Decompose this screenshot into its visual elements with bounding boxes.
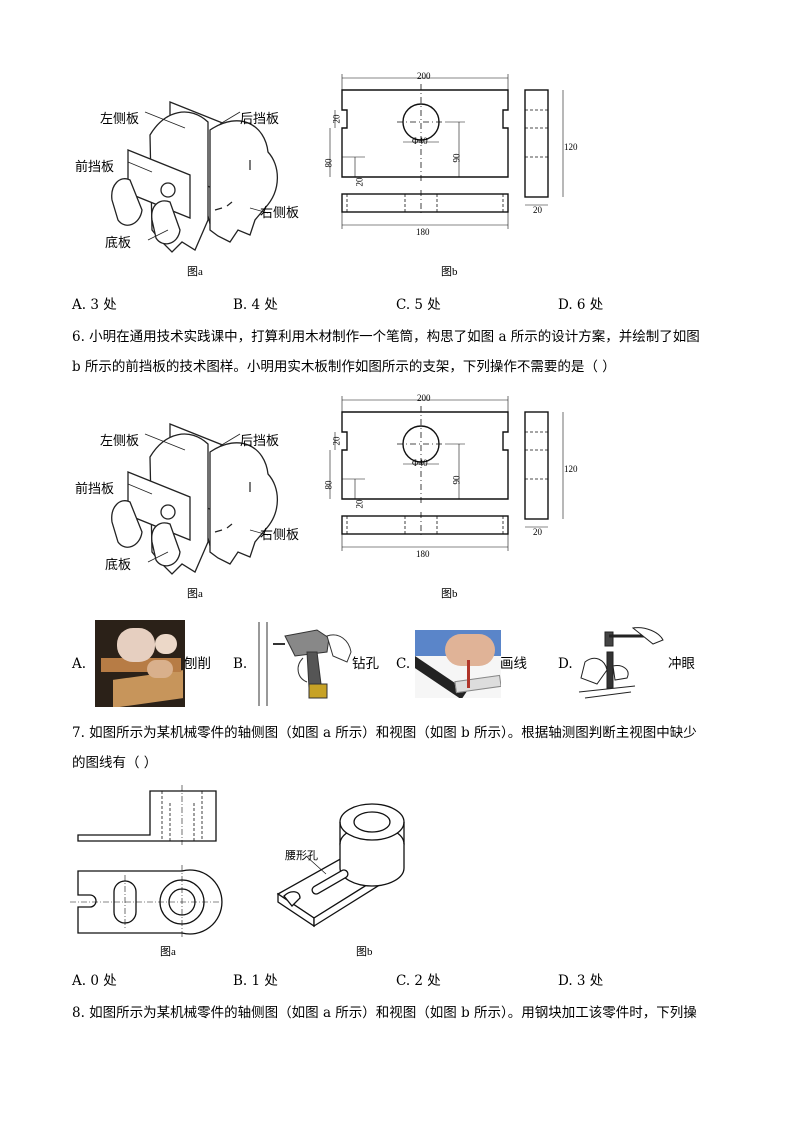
dim-200-2: 200 bbox=[417, 393, 431, 403]
label-back-stop-2: 后挡板 bbox=[240, 434, 280, 449]
pen-holder-isometric-drawing bbox=[111, 101, 278, 253]
q6-option-b-text: 钻孔 bbox=[352, 656, 379, 672]
part-isometric-drawing bbox=[276, 803, 405, 928]
q7-option-d[interactable]: D. 3 处 bbox=[558, 973, 604, 989]
label-right-side-2: 右侧板 bbox=[260, 528, 300, 543]
hammer-punch-photo[interactable] bbox=[575, 626, 671, 702]
front-plate-technical-drawing-2 bbox=[329, 396, 564, 551]
q7-option-b[interactable]: B. 1 处 bbox=[233, 973, 278, 989]
q7-option-c[interactable]: C. 2 处 bbox=[396, 973, 441, 989]
dim-120-2: 120 bbox=[564, 464, 578, 474]
q8-line-1: 8. 如图所示为某机械零件的轴侧图（如图 a 所示）和视图（如图 b 所示）。用… bbox=[72, 1005, 697, 1021]
label-bottom-2: 底板 bbox=[105, 558, 132, 573]
fig-b-caption-2: 图b bbox=[441, 588, 458, 600]
q6-option-c-text: 画线 bbox=[500, 656, 527, 672]
dim-90: 90 bbox=[451, 153, 462, 163]
q6-option-c-letter[interactable]: C. bbox=[396, 656, 411, 672]
fig-b-caption: 图b bbox=[441, 266, 458, 278]
label-left-side: 左侧板 bbox=[100, 112, 140, 127]
q7-line-1: 7. 如图所示为某机械零件的轴侧图（如图 a 所示）和视图（如图 b 所示）。根… bbox=[72, 725, 697, 741]
front-plate-technical-drawing bbox=[329, 74, 564, 229]
q6-line-2: b 所示的前挡板的技术图样。小明用实木板制作如图所示的支架，下列操作不需要的是（… bbox=[72, 359, 616, 375]
drill-photo[interactable] bbox=[255, 622, 353, 706]
label-right-side: 右侧板 bbox=[260, 206, 300, 221]
dim-phi40: Φ40 bbox=[412, 136, 428, 146]
fig-a-caption: 图a bbox=[187, 266, 203, 278]
q5-option-d[interactable]: D. 6 处 bbox=[558, 297, 604, 313]
dim-180-2: 180 bbox=[416, 549, 430, 559]
label-front-stop: 前挡板 bbox=[75, 160, 115, 175]
wood-plane-photo[interactable] bbox=[95, 620, 185, 707]
fig-a-caption-2: 图a bbox=[187, 588, 203, 600]
label-bottom: 底板 bbox=[105, 236, 132, 251]
dim-20-side-2: 20 bbox=[533, 527, 542, 537]
dim-180: 180 bbox=[416, 227, 430, 237]
pen-holder-isometric-drawing-2 bbox=[111, 423, 278, 575]
dim-20-notch: 20 bbox=[331, 114, 342, 124]
dim-20-notch-2: 20 bbox=[331, 436, 342, 446]
q7-line-2: 的图线有（ ） bbox=[72, 755, 158, 771]
dim-80-2: 80 bbox=[323, 480, 334, 490]
dim-90-2: 90 bbox=[451, 475, 462, 485]
q7-fig-b-caption: 图b bbox=[356, 946, 373, 958]
figure-set-2: 左侧板 后挡板 前挡板 右侧板 底板 图a bbox=[70, 392, 600, 607]
q7-option-a[interactable]: A. 0 处 bbox=[72, 973, 117, 989]
part-orthographic-views bbox=[70, 785, 223, 939]
q6-option-d-text: 冲眼 bbox=[668, 656, 695, 672]
dim-120: 120 bbox=[564, 142, 578, 152]
label-front-stop-2: 前挡板 bbox=[75, 482, 115, 497]
q6-line-1: 6. 小明在通用技术实践课中，打算利用木材制作一个笔筒，构思了如图 a 所示的设… bbox=[72, 329, 700, 345]
ruler-scribe-photo[interactable] bbox=[415, 630, 501, 698]
q5-option-a[interactable]: A. 3 处 bbox=[72, 297, 117, 313]
q6-option-b-letter[interactable]: B. bbox=[233, 656, 248, 672]
figure-set-1: 左侧板 后挡板 前挡板 右侧板 底板 图a bbox=[70, 70, 600, 285]
label-back-stop: 后挡板 bbox=[240, 112, 280, 127]
waist-hole-label: 腰形孔 bbox=[285, 850, 318, 862]
dim-phi40-2: Φ40 bbox=[412, 458, 428, 468]
q6-option-d-letter[interactable]: D. bbox=[558, 656, 573, 672]
dim-20-side: 20 bbox=[533, 205, 542, 215]
label-left-side-2: 左侧板 bbox=[100, 434, 140, 449]
q5-option-b[interactable]: B. 4 处 bbox=[233, 297, 278, 313]
q6-option-a-text: 刨削 bbox=[184, 656, 211, 672]
q6-option-a-letter[interactable]: A. bbox=[72, 656, 87, 672]
q7-fig-a-caption: 图a bbox=[160, 946, 176, 958]
dim-200: 200 bbox=[417, 71, 431, 81]
dim-20-bottom-2: 20 bbox=[354, 499, 365, 509]
dim-20-bottom: 20 bbox=[354, 177, 365, 187]
dim-80: 80 bbox=[323, 158, 334, 168]
q5-option-c[interactable]: C. 5 处 bbox=[396, 297, 441, 313]
